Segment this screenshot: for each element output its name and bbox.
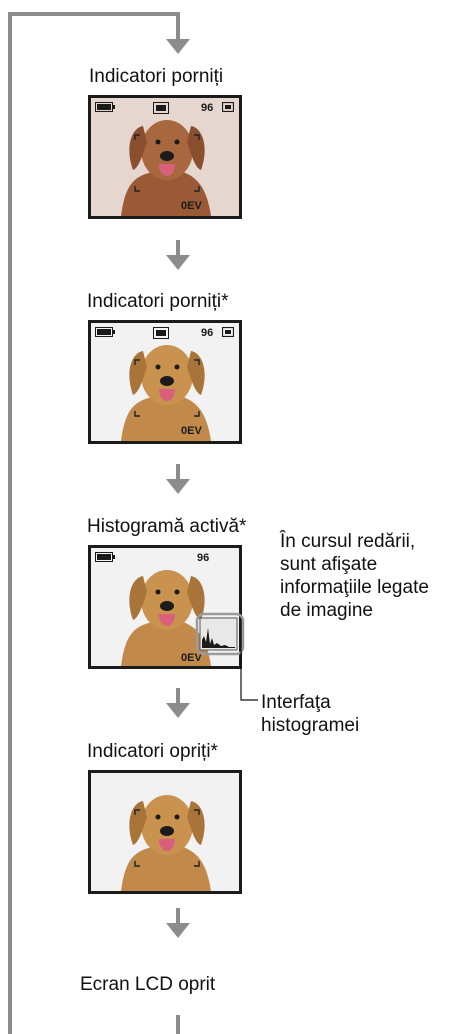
memory-card-icon	[222, 102, 234, 112]
dog-photo	[91, 548, 239, 666]
exposure-value: 0EV	[181, 652, 202, 664]
flow-loop-top-line	[8, 12, 180, 16]
playback-info-note: În cursul redării, sunt afişate informaţ…	[280, 531, 429, 621]
lcd-screen-histogram: 96 0EV	[88, 545, 242, 669]
shots-remaining: 96	[201, 102, 214, 114]
step-label: Indicatori opriți*	[87, 741, 218, 762]
lcd-screen-indicators-on: 96 0EV	[88, 95, 242, 219]
step-label: Indicatori porniți	[89, 66, 224, 87]
shots-remaining: 96	[201, 327, 214, 339]
image-size-icon	[153, 327, 169, 339]
flow-top-connector	[176, 12, 180, 30]
battery-icon	[95, 552, 115, 562]
battery-icon	[95, 327, 115, 337]
histogram-callout-label: Interfaţa histogramei	[261, 692, 360, 736]
down-arrow-icon	[166, 24, 190, 54]
shots-remaining: 96	[197, 552, 210, 564]
flow-bottom-connector	[176, 1015, 180, 1034]
exposure-value: 0EV	[181, 425, 202, 437]
down-arrow-icon	[166, 908, 190, 938]
step-label: Indicatori porniți*	[87, 291, 229, 312]
step-label: Histogramă activă*	[87, 516, 247, 537]
lcd-screen-indicators-on-playback: 96 0EV	[88, 320, 242, 444]
histogram-callout	[195, 612, 258, 701]
step-label: Ecran LCD oprit	[80, 974, 216, 995]
down-arrow-icon	[166, 464, 190, 494]
dog-photo	[91, 323, 239, 441]
battery-icon	[95, 102, 115, 112]
memory-card-icon	[222, 327, 234, 337]
exposure-value: 0EV	[181, 200, 202, 212]
down-arrow-icon	[166, 240, 190, 270]
down-arrow-icon	[166, 688, 190, 718]
dog-photo	[91, 98, 239, 216]
flow-loop-left-line	[8, 12, 12, 1034]
dog-photo	[91, 773, 239, 891]
image-size-icon	[153, 102, 169, 114]
lcd-screen-indicators-off	[88, 770, 242, 894]
